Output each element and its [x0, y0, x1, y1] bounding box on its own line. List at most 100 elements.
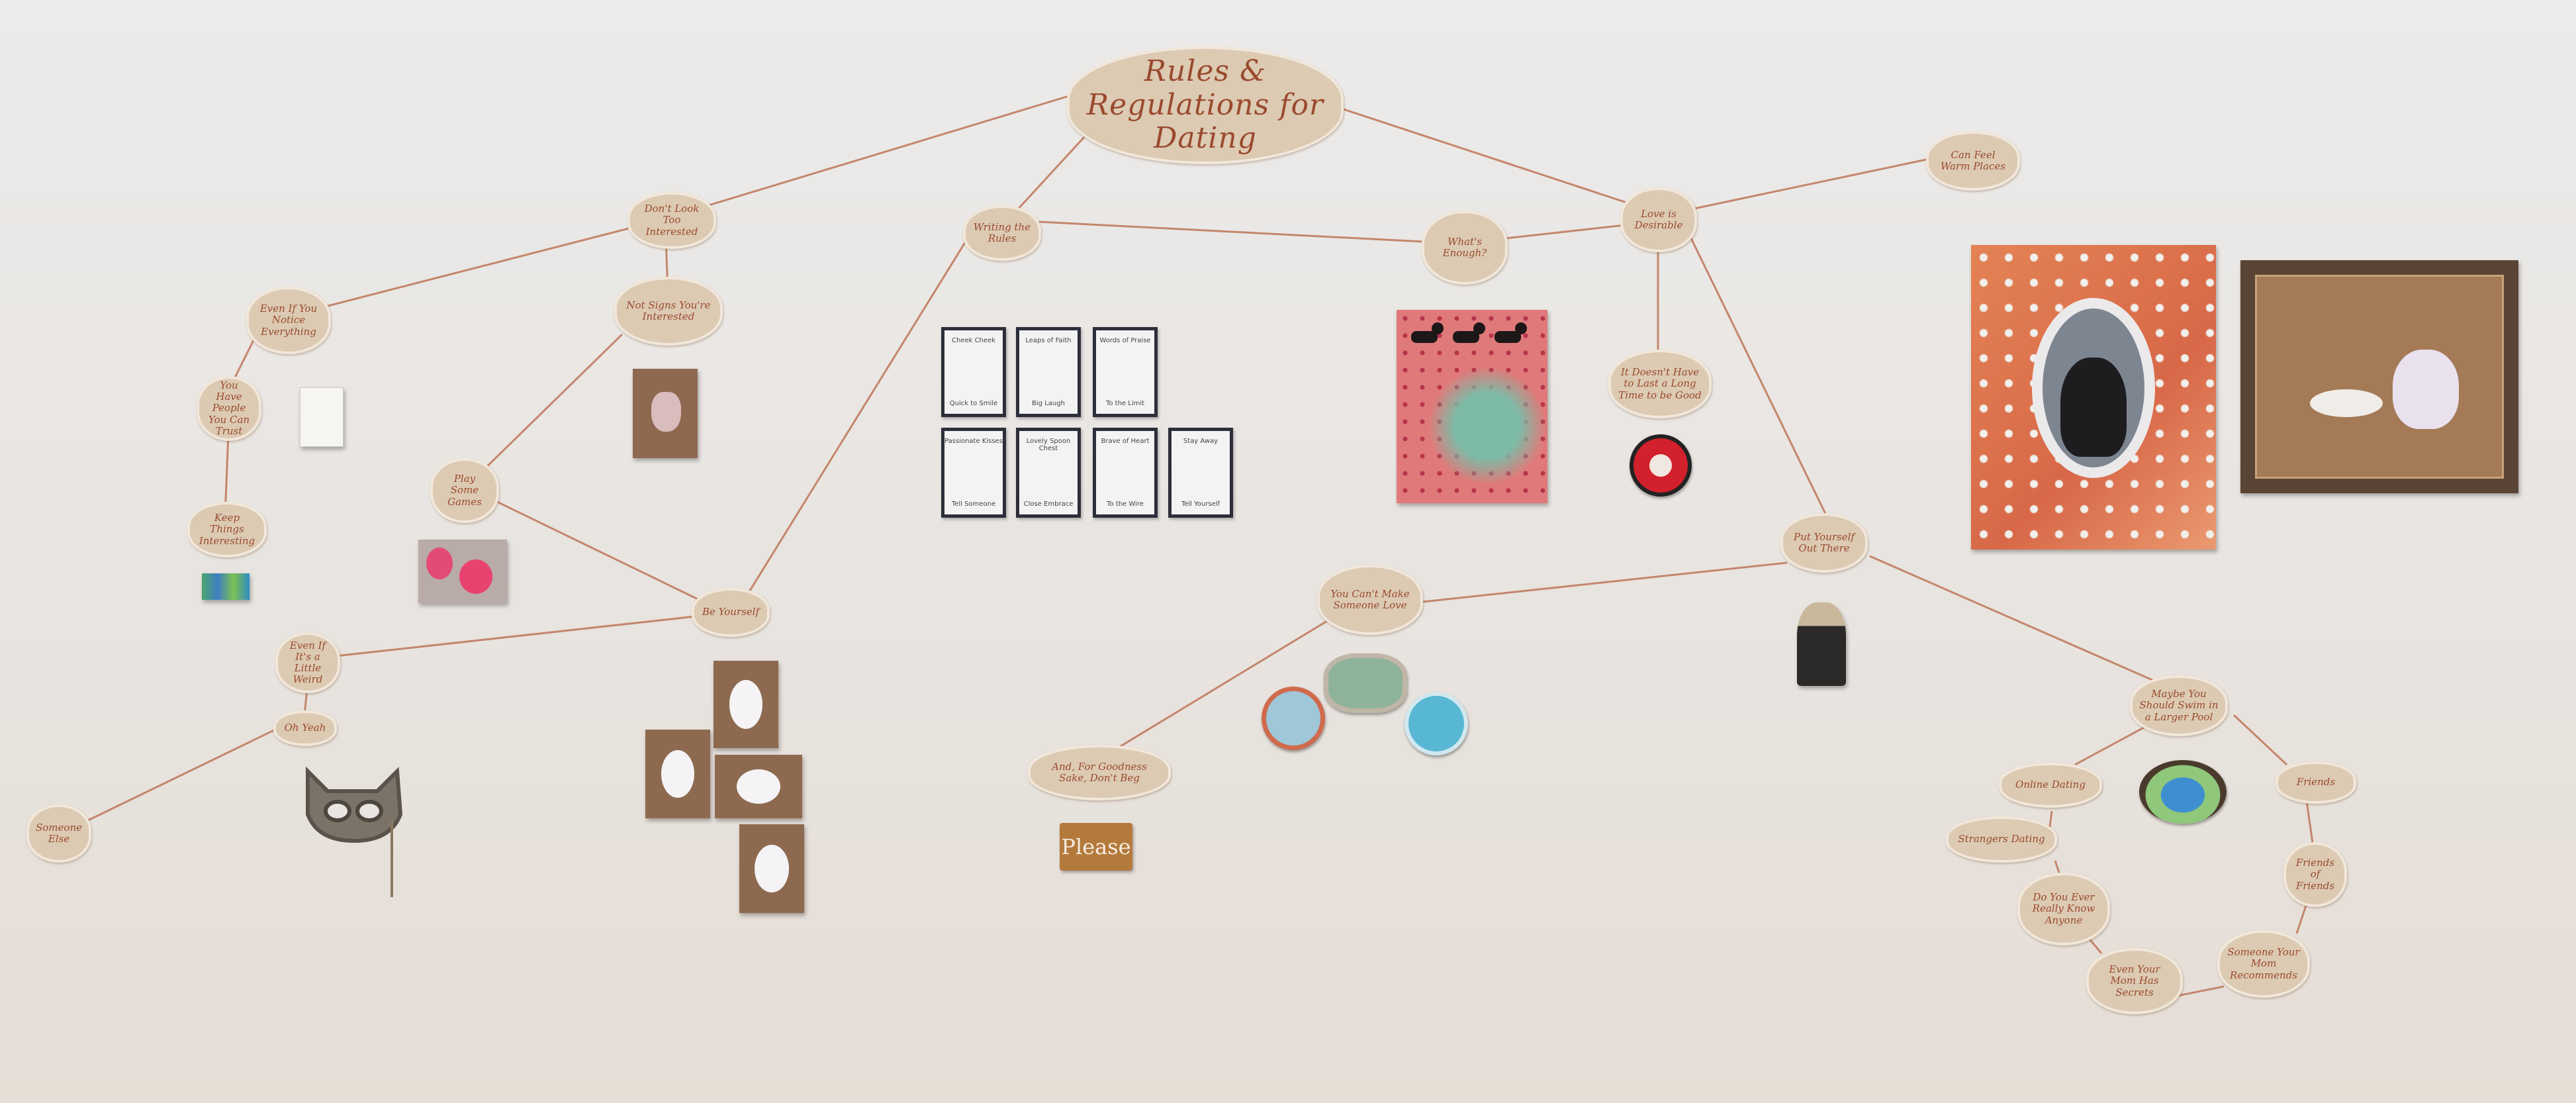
node-writing: Writing the Rules — [963, 205, 1041, 261]
node-label: Someone Your Mom Recommends — [2227, 946, 2300, 981]
drawing-card: Brave of Heart To the Wire — [1093, 428, 1158, 518]
node-even-your: Even Your Mom Has Secrets — [2086, 948, 2183, 1014]
node-be-yourself: Be Yourself — [692, 588, 770, 637]
card-caption: Lovely Spoon Chest — [1026, 438, 1071, 452]
node-label: Maybe You Should Swim in a Larger Pool — [2139, 688, 2219, 723]
node-put-yourself: Put Yourself Out There — [1780, 513, 1868, 573]
node-label: Play Some Games — [447, 473, 482, 508]
three-cats-painting — [1397, 310, 1547, 503]
card-caption: Brave of Heart — [1101, 438, 1150, 445]
node-label: Can Feel Warm Places — [1940, 148, 2006, 172]
card-caption: Passionate Kisses — [944, 438, 1003, 445]
node-label: Do You Ever Really Know Anyone — [2032, 891, 2095, 926]
speech-bubble — [2310, 389, 2383, 417]
node-friends: Friends — [2276, 761, 2356, 804]
node-do-you-ever: Do You Ever Really Know Anyone — [2017, 873, 2110, 945]
string-line — [492, 499, 712, 607]
framed-canvas — [2255, 275, 2504, 479]
string-line — [475, 333, 623, 478]
pink-shape — [426, 548, 453, 579]
string-line — [2295, 903, 2308, 934]
node-label: Even If You Notice Everything — [259, 303, 318, 338]
node-dont-look: Don't Look Too Interested — [627, 192, 716, 249]
card-caption: Cheek Cheek — [951, 337, 995, 344]
node-and-for: And, For Goodness Sake, Don't Beg — [1028, 745, 1171, 800]
node-label: Love is Desirable — [1634, 207, 1683, 231]
node-label: Be Yourself — [702, 606, 760, 618]
node-label: Friends of Friends — [2295, 857, 2335, 892]
framed-cat-picture — [2240, 260, 2518, 493]
node-can-feel: Can Feel Warm Places — [1926, 131, 2020, 191]
title-text: Rules & Regulations for Dating — [1087, 54, 1324, 156]
string-line — [294, 227, 629, 316]
string-line — [1038, 220, 1424, 243]
node-strangers: Strangers Dating — [1946, 816, 2057, 863]
please-text: Please — [1061, 834, 1131, 859]
node-you-have-to: You Have People You Can Trust — [197, 376, 261, 441]
node-online-dating: Online Dating — [1999, 763, 2102, 808]
node-oh-yeah: Oh Yeah — [273, 710, 337, 746]
rabbit-shape — [651, 392, 681, 432]
node-label: Someone Else — [36, 821, 82, 845]
cat-figure — [2060, 358, 2127, 457]
string-line — [66, 727, 279, 832]
pink-shapes-image — [418, 540, 507, 603]
card-caption: Tell Someone — [951, 501, 996, 508]
card-caption: Stay Away — [1183, 438, 1219, 445]
card-caption: To the Limit — [1105, 400, 1145, 407]
please-sign: Please — [1060, 823, 1132, 871]
node-label: Oh Yeah — [284, 722, 326, 734]
spider-plaque — [1324, 653, 1407, 713]
cats-silhouettes — [1411, 322, 1527, 343]
node-keep-things: Keep Things Interesting — [187, 502, 267, 557]
string-line — [2232, 714, 2288, 766]
node-label: It Doesn't Have to Last a Long Time to b… — [1618, 366, 1702, 401]
face-oval — [661, 750, 694, 798]
node-label: You Can't Make Someone Love — [1330, 587, 1410, 611]
string-line — [1694, 158, 1930, 210]
node-not-signs: Not Signs You're Interested — [614, 277, 723, 346]
node-label: Strangers Dating — [1958, 833, 2045, 845]
node-label: Online Dating — [2015, 779, 2086, 791]
card-caption: To the Wire — [1107, 501, 1144, 508]
node-label: Writing the Rules — [973, 220, 1031, 244]
card-caption: Close Embrace — [1023, 501, 1074, 508]
node-label: Not Signs You're Interested — [626, 299, 711, 322]
node-label: Even Your Mom Has Secrets — [2109, 963, 2160, 998]
cat-face — [2393, 350, 2459, 429]
node-label: Keep Things Interesting — [199, 512, 255, 547]
string-line — [1111, 618, 1331, 753]
node-you-cant: You Can't Make Someone Love — [1317, 565, 1423, 635]
node-whats-enough: What's Enough? — [1422, 211, 1508, 285]
node-someone-recs: Someone Your Mom Recommends — [2217, 930, 2310, 998]
ant-disc — [1404, 692, 1468, 755]
drawing-card: Words of Praise To the Limit — [1093, 327, 1158, 417]
cupcake-disc — [1630, 434, 1692, 497]
string-line — [1343, 108, 1655, 213]
face-oval — [755, 845, 789, 892]
node-label: What's Enough? — [1442, 235, 1487, 259]
node-label: Friends — [2296, 776, 2336, 789]
node-play-games: Play Some Games — [430, 458, 499, 523]
pink-shape — [459, 559, 492, 594]
cupcake-shape — [1649, 454, 1672, 477]
string-line — [1416, 561, 1788, 604]
card-caption: Words of Praise — [1099, 337, 1151, 344]
string-line — [1869, 555, 2165, 687]
node-someone: Someone Else — [26, 804, 91, 863]
node-love-desirable: Love is Desirable — [1620, 187, 1697, 252]
card-caption: Quick to Smile — [949, 400, 998, 407]
face-panel — [739, 824, 804, 913]
string-line — [2305, 800, 2315, 848]
card-caption: Leaps of Faith — [1025, 337, 1072, 344]
card-caption: Big Laugh — [1032, 400, 1065, 407]
black-cat-painting — [1971, 245, 2216, 550]
face-panel — [713, 661, 778, 748]
node-label: You Have People You Can Trust — [208, 379, 250, 437]
node-label: And, For Goodness Sake, Don't Beg — [1052, 760, 1147, 784]
